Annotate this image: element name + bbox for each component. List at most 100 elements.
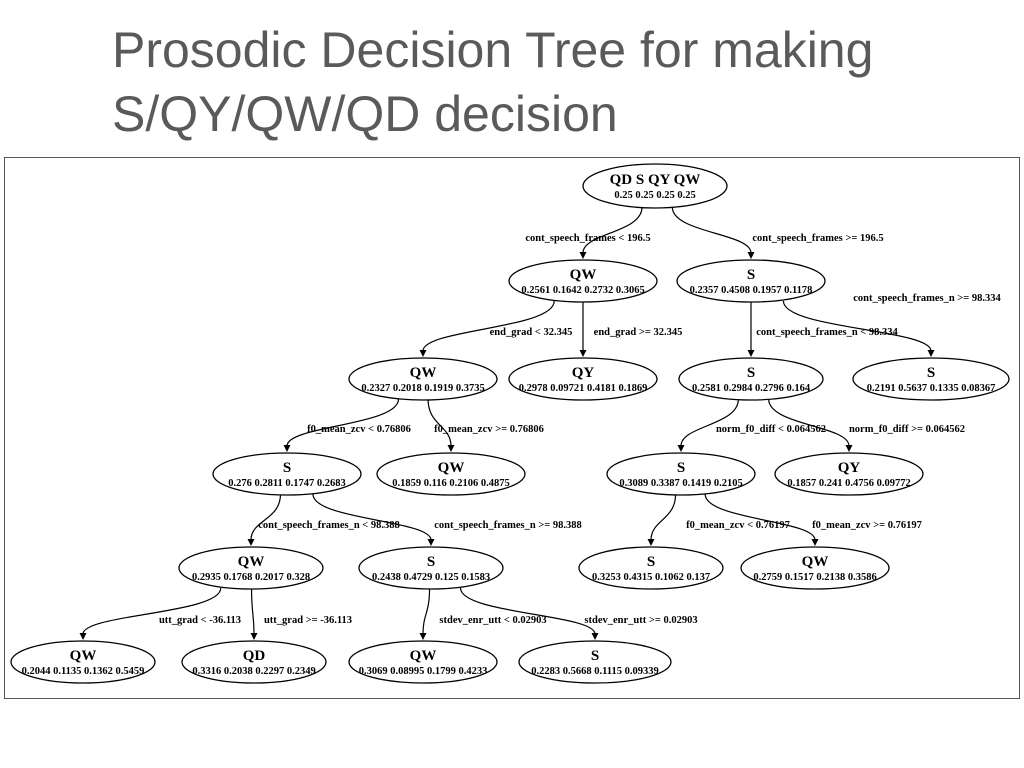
- node-ellipse: [10, 640, 156, 684]
- edge-line: [422, 300, 555, 352]
- tree-edge-n3-n8: f0_mean_zcv >= 0.76806: [427, 398, 544, 452]
- edge-label: norm_f0_diff < 0.064562: [716, 424, 826, 435]
- edge-line: [286, 398, 400, 447]
- tree-edge-n12-n18: stdev_enr_utt >= 0.02903: [459, 587, 698, 640]
- tree-edge-n11-n15: utt_grad < -36.113: [79, 587, 241, 640]
- node-ellipse: [740, 546, 890, 590]
- node-class-label: S: [747, 267, 755, 283]
- arrow-head: [427, 539, 435, 546]
- arrow-head: [419, 633, 427, 640]
- node-probabilities: 0.1859 0.116 0.2106 0.4875: [392, 478, 510, 489]
- node-class-label: QW: [238, 554, 265, 570]
- node-probabilities: 0.2581 0.2984 0.2796 0.164: [692, 383, 811, 394]
- arrow-head: [811, 539, 819, 546]
- node-probabilities: 0.3316 0.2038 0.2297 0.2349: [192, 666, 315, 677]
- node-class-label: S: [283, 460, 291, 476]
- node-class-label: QW: [410, 648, 437, 664]
- tree-node-n1: QW 0.2561 0.1642 0.2732 0.3065: [508, 259, 658, 303]
- tree-edges: cont_speech_frames < 196.5 cont_speech_fr…: [79, 206, 1002, 640]
- decision-tree-diagram: cont_speech_frames < 196.5 cont_speech_fr…: [10, 163, 1010, 684]
- tree-edge-n2-n5: cont_speech_frames_n < 98.334: [747, 301, 899, 357]
- edge-label: f0_mean_zcv >= 0.76806: [434, 424, 544, 435]
- arrow-head: [250, 633, 258, 640]
- edge-line: [768, 398, 850, 447]
- node-probabilities: 0.2283 0.5668 0.1115 0.09339: [531, 666, 658, 677]
- node-ellipse: [348, 357, 498, 401]
- node-class-label: QW: [802, 554, 829, 570]
- tree-edge-n9-n14: f0_mean_zcv >= 0.76197: [704, 493, 922, 546]
- arrow-head: [845, 445, 853, 452]
- edge-line: [459, 587, 596, 635]
- node-probabilities: 0.2357 0.4508 0.1957 0.1178: [690, 285, 813, 296]
- tree-edge-n1-n4: end_grad >= 32.345: [579, 301, 683, 357]
- node-class-label: QY: [572, 365, 595, 381]
- node-ellipse: [348, 640, 498, 684]
- tree-edge-n5-n10: norm_f0_diff >= 0.064562: [768, 398, 965, 452]
- tree-node-n17: QW 0.3069 0.08995 0.1799 0.4233: [348, 640, 498, 684]
- node-class-label: QW: [438, 460, 465, 476]
- tree-node-n2: S 0.2357 0.4508 0.1957 0.1178: [676, 259, 826, 303]
- arrow-head: [283, 445, 291, 452]
- node-ellipse: [852, 357, 1010, 401]
- tree-node-n13: S 0.3253 0.4315 0.1062 0.137: [578, 546, 724, 590]
- edge-line: [422, 587, 431, 635]
- arrow-head: [927, 350, 935, 357]
- arrow-head: [447, 445, 455, 452]
- node-class-label: S: [927, 365, 935, 381]
- node-class-label: QD S QY QW: [610, 172, 701, 188]
- node-class-label: S: [427, 554, 435, 570]
- node-ellipse: [518, 640, 672, 684]
- node-probabilities: 0.3089 0.3387 0.1419 0.2105: [619, 478, 742, 489]
- edge-label: cont_speech_frames < 196.5: [525, 233, 650, 244]
- node-probabilities: 0.2759 0.1517 0.2138 0.3586: [753, 572, 876, 583]
- node-class-label: S: [677, 460, 685, 476]
- tree-node-n7: S0.276 0.2811 0.1747 0.2683: [212, 452, 362, 496]
- tree-edge-n0-n1: cont_speech_frames < 196.5: [525, 206, 651, 259]
- node-ellipse: [508, 357, 658, 401]
- node-ellipse: [582, 163, 728, 209]
- arrow-head: [419, 350, 427, 357]
- edge-label: utt_grad >= -36.113: [264, 615, 352, 626]
- edge-label: f0_mean_zcv < 0.76806: [307, 424, 411, 435]
- node-probabilities: 0.3069 0.08995 0.1799 0.4233: [359, 666, 488, 677]
- node-ellipse: [212, 452, 362, 496]
- tree-edge-n7-n11: cont_speech_frames_n < 98.388: [247, 493, 400, 546]
- node-probabilities: 0.1857 0.241 0.4756 0.09772: [787, 478, 910, 489]
- slide-title-line-1: Prosodic Decision Tree for making: [112, 22, 874, 78]
- arrow-head: [247, 539, 255, 546]
- tree-edge-n12-n17: stdev_enr_utt < 0.02903: [419, 587, 547, 640]
- node-ellipse: [774, 452, 924, 496]
- node-probabilities: 0.3253 0.4315 0.1062 0.137: [592, 572, 710, 583]
- node-ellipse: [358, 546, 504, 590]
- node-ellipse: [508, 259, 658, 303]
- edge-label: end_grad >= 32.345: [594, 327, 683, 338]
- node-class-label: QW: [570, 267, 597, 283]
- tree-edge-n7-n12: cont_speech_frames_n >= 98.388: [312, 493, 582, 546]
- edge-line: [427, 398, 452, 447]
- arrow-head: [79, 633, 87, 640]
- edge-label: end_grad < 32.345: [490, 327, 573, 338]
- edge-label: cont_speech_frames_n >= 98.334: [853, 293, 1001, 304]
- tree-node-n3: QW0.2327 0.2018 0.1919 0.3735: [348, 357, 498, 401]
- edge-label: cont_speech_frames_n >= 98.388: [434, 520, 582, 531]
- node-probabilities: 0.2561 0.1642 0.2732 0.3065: [521, 285, 644, 296]
- node-class-label: QY: [838, 460, 861, 476]
- edge-label: f0_mean_zcv < 0.76197: [686, 520, 790, 531]
- tree-node-n12: S0.2438 0.4729 0.125 0.1583: [358, 546, 504, 590]
- edge-label: stdev_enr_utt >= 0.02903: [584, 615, 697, 626]
- edge-label: cont_speech_frames >= 196.5: [752, 233, 883, 244]
- node-class-label: S: [647, 554, 655, 570]
- tree-node-n18: S0.2283 0.5668 0.1115 0.09339: [518, 640, 672, 684]
- node-ellipse: [178, 546, 324, 590]
- edge-label: norm_f0_diff >= 0.064562: [849, 424, 965, 435]
- tree-node-n15: QW0.2044 0.1135 0.1362 0.5459: [10, 640, 156, 684]
- edge-label: utt_grad < -36.113: [159, 615, 241, 626]
- edge-line: [782, 300, 932, 352]
- tree-edge-n9-n13: f0_mean_zcv < 0.76197: [647, 493, 790, 546]
- tree-edge-n0-n2: cont_speech_frames >= 196.5: [671, 206, 884, 259]
- edge-label: stdev_enr_utt < 0.02903: [439, 615, 546, 626]
- slide-title: Prosodic Decision Tree for making S/QY/Q…: [112, 18, 992, 146]
- tree-node-n16: QD0.3316 0.2038 0.2297 0.2349: [181, 640, 327, 684]
- tree-node-n9: S 0.3089 0.3387 0.1419 0.2105: [606, 452, 756, 496]
